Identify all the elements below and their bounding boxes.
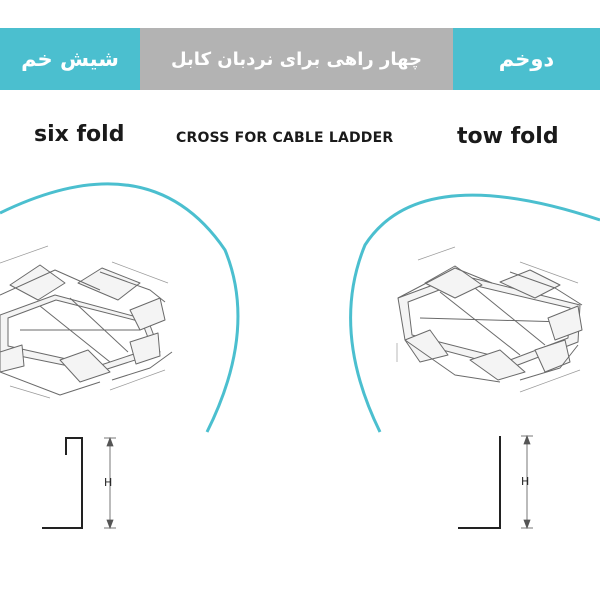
tow-fold-caption: tow fold (457, 124, 559, 149)
right-profile-section (458, 436, 501, 529)
left-profile-section (42, 437, 83, 529)
left-height-dimension (104, 436, 116, 530)
right-cross-tray (397, 265, 583, 383)
left-dimension-lines (0, 245, 169, 399)
header-right-band: دوخم (453, 28, 600, 90)
left-cross-tray (0, 264, 173, 396)
right-height-dimension (521, 434, 533, 530)
header-center-label: چهار راهی برای نردبان کابل (170, 48, 422, 70)
left-accent-arc (0, 182, 240, 433)
header-center-band: چهار راهی برای نردبان کابل (140, 28, 453, 90)
header-left-band: شیش خم (0, 28, 140, 90)
right-dimension-lines (396, 246, 581, 393)
six-fold-caption: six fold (34, 122, 125, 147)
right-height-label: H (521, 475, 529, 488)
cross-caption: CROSS FOR CABLE LADDER (176, 130, 394, 146)
header-left-label: شیش خم (21, 47, 119, 71)
header-right-label: دوخم (498, 47, 555, 71)
left-height-label: H (104, 476, 112, 489)
right-accent-arc (349, 193, 600, 433)
